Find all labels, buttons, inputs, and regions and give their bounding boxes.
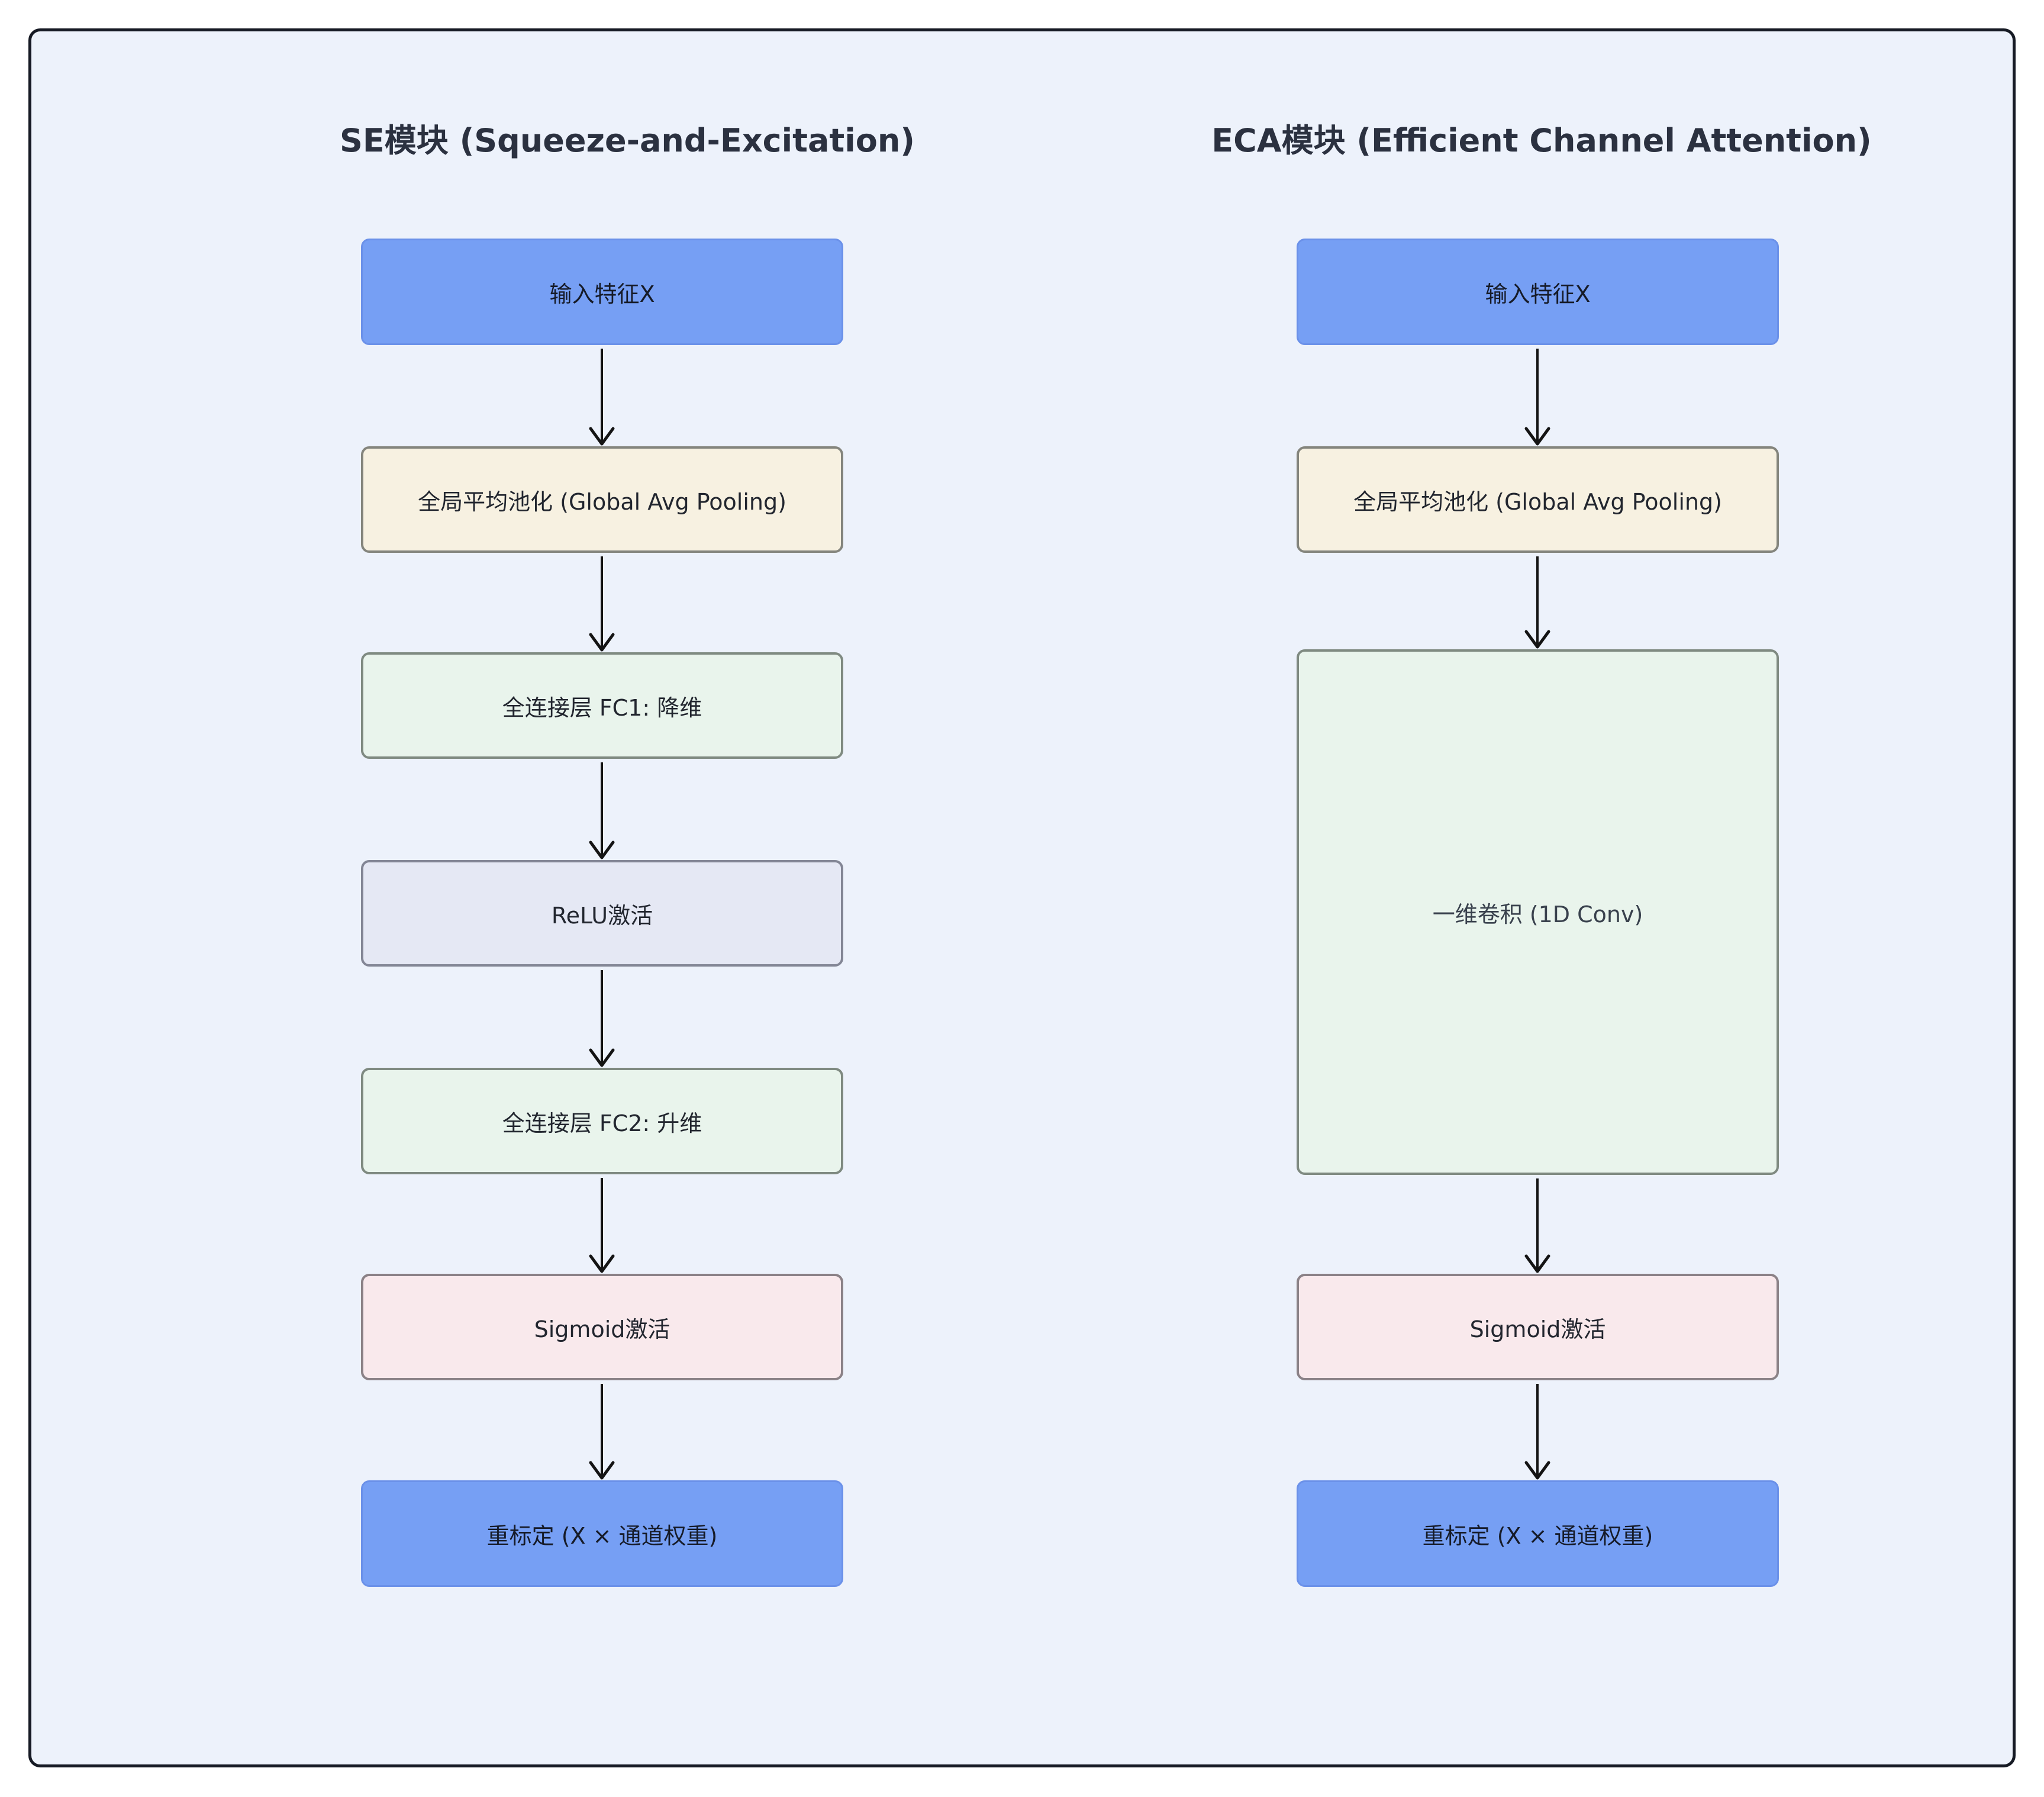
node-eca-input: 输入特征X: [1297, 239, 1779, 345]
arrow-eca-sigmoid-rescale: [1524, 1384, 1550, 1480]
arrow-se-sigmoid-rescale: [589, 1384, 615, 1480]
diagram-frame: SE模块 (Squeeze-and-Excitation) ECA模块 (Eff…: [28, 28, 2016, 1767]
node-eca-gap: 全局平均池化 (Global Avg Pooling): [1297, 446, 1779, 553]
node-eca-rescale: 重标定 (X × 通道权重): [1297, 1480, 1779, 1587]
node-se-fc1: 全连接层 FC1: 降维: [361, 652, 843, 759]
arrow-se-input-gap: [589, 349, 615, 446]
arrow-se-gap-fc1: [589, 556, 615, 652]
node-eca-sigmoid: Sigmoid激活: [1297, 1274, 1779, 1380]
eca-column-title: ECA模块 (Efficient Channel Attention): [1211, 122, 1872, 159]
arrow-eca-conv-sigmoid: [1524, 1178, 1550, 1273]
node-se-rescale: 重标定 (X × 通道权重): [361, 1480, 843, 1587]
arrow-eca-gap-conv: [1524, 556, 1550, 649]
node-se-input: 输入特征X: [361, 239, 843, 345]
node-se-sigmoid: Sigmoid激活: [361, 1274, 843, 1380]
arrow-se-relu-fc2: [589, 970, 615, 1067]
arrow-se-fc2-sigmoid: [589, 1178, 615, 1273]
node-se-gap: 全局平均池化 (Global Avg Pooling): [361, 446, 843, 553]
arrow-eca-input-gap: [1524, 349, 1550, 446]
node-se-fc2: 全连接层 FC2: 升维: [361, 1068, 843, 1174]
node-eca-conv: 一维卷积 (1D Conv): [1297, 649, 1779, 1175]
se-column-title: SE模块 (Squeeze-and-Excitation): [340, 122, 915, 159]
node-se-relu: ReLU激活: [361, 860, 843, 967]
arrow-se-fc1-relu: [589, 762, 615, 859]
